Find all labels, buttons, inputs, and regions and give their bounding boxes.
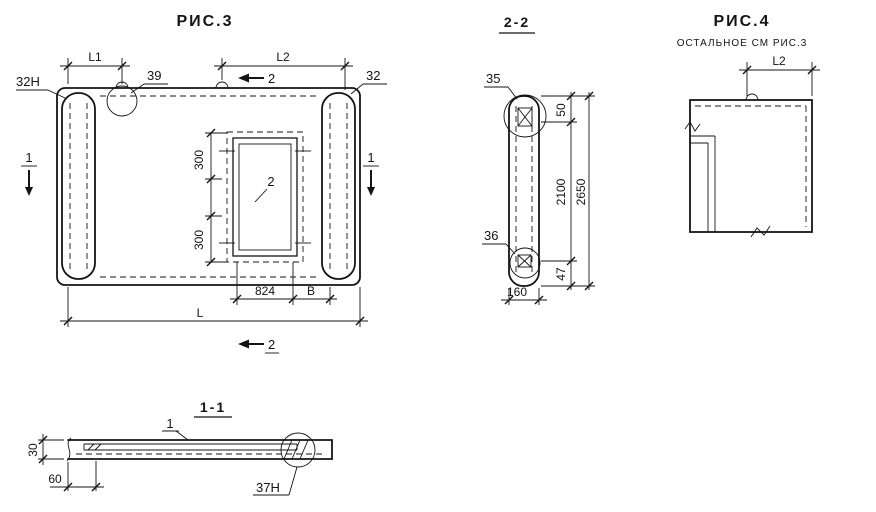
dim-47-label: 47 <box>554 267 568 281</box>
fig4-dim-l2-label: L2 <box>772 54 786 68</box>
pos-36-label: 36 <box>484 228 498 243</box>
section-2-top-label: 2 <box>268 71 275 86</box>
figure-3: РИС.3 39 32 32Н L1 <box>16 13 387 354</box>
break-mark <box>684 121 701 132</box>
section-2-arrow-bottom <box>238 339 249 349</box>
break-mark <box>66 437 72 462</box>
fig3-left-rib <box>61 92 96 280</box>
dim-50-label: 50 <box>554 103 568 117</box>
section-2-bottom-label: 2 <box>268 337 275 352</box>
section-2-2: 2-2 35 36 50 2100 47 <box>482 14 595 305</box>
dim-300-top-label: 300 <box>192 150 206 170</box>
dim-b-label: В <box>307 284 315 298</box>
opening-dashed-outline <box>226 131 304 263</box>
dim-l2-label: L2 <box>276 50 290 64</box>
fig3-title: РИС.3 <box>176 13 233 30</box>
fig3-right-rib <box>321 92 356 280</box>
figure-4: РИС.4 ОСТАЛЬНОЕ СМ РИС.3 L2 <box>677 13 820 238</box>
section-1-1: 1-1 1 37Н 30 <box>26 399 333 496</box>
dim-l1-label: L1 <box>88 50 102 64</box>
dim-30-label: 30 <box>26 443 40 457</box>
fig3-panel-outline <box>56 87 361 286</box>
dim-824-label: 824 <box>255 284 275 298</box>
fig4-title: РИС.4 <box>713 13 770 30</box>
pos-37n-label: 37Н <box>256 480 280 495</box>
dim-2650-label: 2650 <box>574 178 588 205</box>
pos-35-label: 35 <box>486 71 500 86</box>
detail-circle-39 <box>106 85 138 117</box>
sec22-member-outline <box>508 95 540 287</box>
detail-circle-35 <box>503 94 547 138</box>
sec22-title: 2-2 <box>504 14 530 30</box>
dim-60-label: 60 <box>48 472 62 486</box>
pos-39-label: 39 <box>147 68 161 83</box>
section-1-arrow-left <box>25 187 33 196</box>
fig4-fragment-outline <box>689 99 813 233</box>
dim-300-bottom-label: 300 <box>192 230 206 250</box>
opening-outline <box>232 137 298 257</box>
dim-2100-label: 2100 <box>554 178 568 205</box>
sec11-title: 1-1 <box>200 399 226 415</box>
dim-160-label: 160 <box>507 285 527 299</box>
detail-circle-37n <box>280 432 316 468</box>
pos-2-label: 2 <box>267 174 274 189</box>
pos-1-label: 1 <box>166 416 173 431</box>
lifting-loop <box>745 93 759 101</box>
section-1-right-label: 1 <box>367 150 374 165</box>
detail-circle-36 <box>509 247 541 279</box>
break-mark <box>750 225 771 238</box>
dim-l-label: L <box>197 306 204 320</box>
pos-32-label: 32 <box>366 68 380 83</box>
section-1-left-label: 1 <box>25 150 32 165</box>
section-2-arrow-top <box>238 73 249 83</box>
pos-32n-label: 32Н <box>16 74 40 89</box>
section-1-arrow-right <box>367 187 375 196</box>
fig4-subtitle: ОСТАЛЬНОЕ СМ РИС.3 <box>677 38 808 49</box>
lifting-loop <box>215 81 229 89</box>
